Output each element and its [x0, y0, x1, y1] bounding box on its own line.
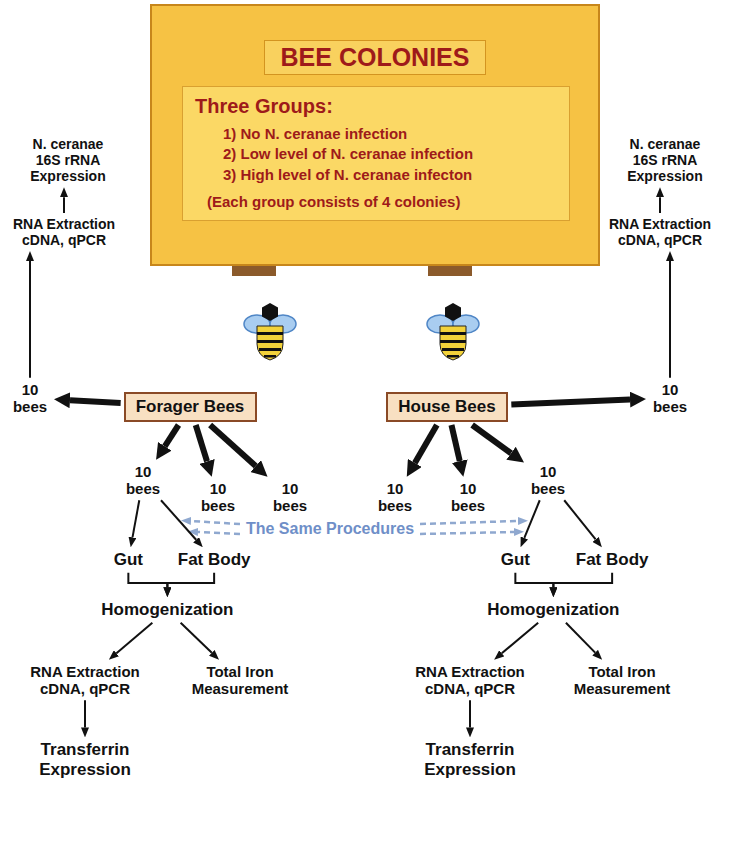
flow-arrow — [524, 500, 539, 538]
node-text: 2) Low level of N. ceranae infection — [195, 144, 557, 164]
result-label: N. ceranae 16S rRNA Expression — [22, 136, 114, 184]
thick-arrow — [196, 425, 207, 461]
node-text: 10 bees — [527, 463, 569, 498]
node-text: N. ceranae 16S rRNA Expression — [619, 136, 711, 184]
flow-arrow — [553, 573, 612, 587]
flow-arrow — [84, 700, 86, 727]
node-text: Fat Body — [178, 550, 251, 570]
node-text: N. ceranae 16S rRNA Expression — [22, 136, 114, 184]
sample-label: 10 bees — [447, 480, 489, 515]
dashed-pointer — [420, 532, 514, 534]
sample-label: 10 bees — [374, 480, 416, 515]
node-text: 10 bees — [374, 480, 416, 515]
node-text: 3) High level of N. ceranae infecton — [195, 165, 557, 185]
node-text: RNA Extraction cDNA, qPCR — [403, 663, 538, 698]
tissue-label: Gut — [500, 550, 530, 570]
flow-arrow — [63, 197, 65, 213]
node-text: RNA Extraction cDNA, qPCR — [593, 216, 728, 248]
result-label: N. ceranae 16S rRNA Expression — [619, 136, 711, 184]
method-label: RNA Extraction cDNA, qPCR — [403, 663, 538, 698]
node-text: RNA Extraction cDNA, qPCR — [0, 216, 132, 248]
node-text: Fat Body — [576, 550, 649, 570]
colony-box: BEE COLONIES Three Groups: 1) No N. cerana… — [150, 4, 600, 266]
result-label: Transferrin Expression — [418, 740, 523, 779]
node-text: House Bees — [398, 397, 496, 417]
flow-arrow — [566, 623, 595, 653]
flow-arrow — [161, 500, 196, 539]
flow-arrow — [29, 261, 31, 378]
flow-arrow — [181, 623, 212, 653]
node-text: Transferrin Expression — [33, 740, 138, 779]
thick-arrow — [165, 425, 179, 446]
flow-arrow — [132, 500, 139, 537]
thick-arrow — [472, 425, 511, 453]
flow-arrow — [669, 261, 671, 378]
method-label: RNA Extraction cDNA, qPCR — [18, 663, 153, 698]
hive-foot — [232, 265, 276, 276]
flow-arrow — [167, 573, 214, 587]
node-text: Gut — [500, 550, 530, 570]
flow-arrow — [502, 623, 538, 654]
dashed-pointer — [198, 532, 240, 534]
method-label: Total Iron Measurement — [183, 663, 298, 698]
dashed-pointer — [420, 521, 518, 524]
method-label: RNA Extraction cDNA, qPCR — [0, 216, 132, 248]
node-text: Homogenization — [487, 600, 620, 620]
method-label: Total Iron Measurement — [565, 663, 680, 698]
thick-arrow — [511, 400, 630, 405]
sample-label: 10 bees — [269, 480, 311, 515]
thick-arrow — [451, 425, 459, 461]
result-label: Transferrin Expression — [33, 740, 138, 779]
flow-arrow — [116, 623, 152, 654]
node-text: Total Iron Measurement — [565, 663, 680, 698]
dashed-pointer — [191, 521, 240, 524]
node-text: 10 bees — [9, 381, 51, 416]
flow-arrow — [128, 573, 167, 587]
node-text: RNA Extraction cDNA, qPCR — [18, 663, 153, 698]
node-text: Gut — [113, 550, 143, 570]
sample-label: 10 bees — [9, 381, 51, 416]
sample-label: 10 bees — [197, 480, 239, 515]
process-label: Homogenization — [487, 600, 620, 620]
bee-icon — [427, 303, 479, 360]
tissue-label: Fat Body — [576, 550, 649, 570]
tissue-label: Gut — [113, 550, 143, 570]
bee-icon — [244, 303, 296, 360]
sample-label: 10 bees — [649, 381, 691, 416]
node-text: BEE COLONIES — [264, 40, 487, 75]
node-text: Three Groups: — [195, 95, 557, 118]
node-text: Homogenization — [101, 600, 234, 620]
thick-arrow — [415, 425, 437, 463]
flow-arrow — [659, 197, 661, 213]
node-text: 10 bees — [122, 463, 164, 498]
flow-arrow — [469, 700, 471, 727]
sample-label: 10 bees — [527, 463, 569, 498]
node-text: 10 bees — [649, 381, 691, 416]
node-text: Forager Bees — [136, 397, 245, 417]
groups-panel: Three Groups: 1) No N. ceranae infection2… — [182, 86, 570, 221]
flow-arrow — [515, 573, 553, 587]
node-text: 10 bees — [447, 480, 489, 515]
note-label: The Same Procedures — [246, 520, 414, 538]
sample-label: 10 bees — [122, 463, 164, 498]
node-text: Total Iron Measurement — [183, 663, 298, 698]
process-label: Homogenization — [101, 600, 234, 620]
node-text: 1) No N. ceranae infection — [195, 124, 557, 144]
node-text: 10 bees — [197, 480, 239, 515]
thick-arrow — [210, 425, 256, 466]
node-text: Transferrin Expression — [418, 740, 523, 779]
thick-arrow — [70, 400, 121, 403]
method-label: RNA Extraction cDNA, qPCR — [593, 216, 728, 248]
flow-arrow — [564, 500, 595, 539]
bee-type-box: House Bees — [386, 392, 508, 422]
hive-foot — [428, 265, 472, 276]
tissue-label: Fat Body — [178, 550, 251, 570]
node-text: (Each group consists of 4 colonies) — [195, 193, 557, 210]
node-text: 10 bees — [269, 480, 311, 515]
bee-type-box: Forager Bees — [124, 392, 257, 422]
